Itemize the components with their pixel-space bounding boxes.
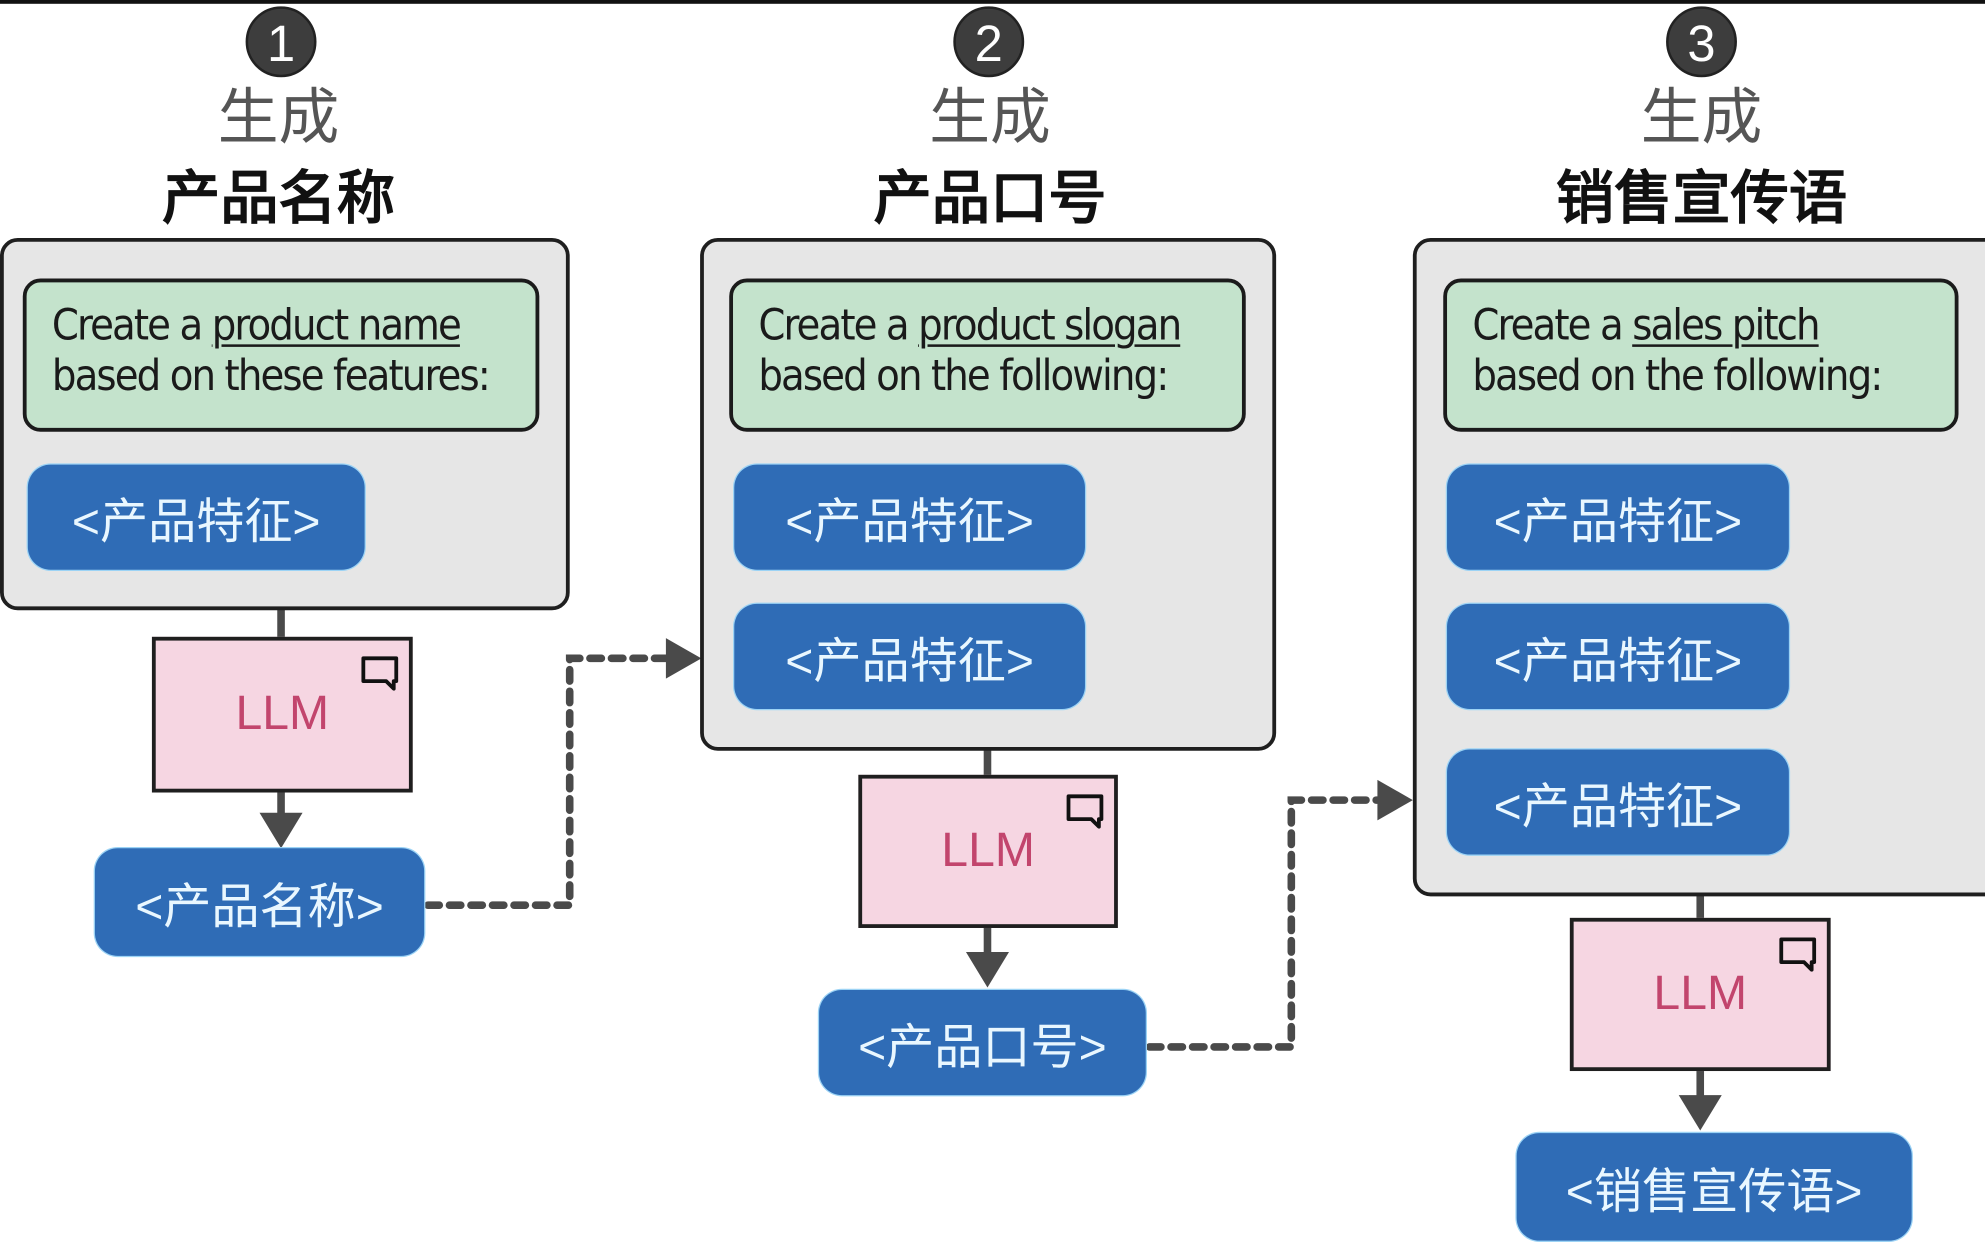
arrow-head-icon — [259, 812, 303, 849]
arrow-head-icon — [965, 952, 1010, 988]
output-variable-pill-3: <销售宣传语> — [1516, 1133, 1912, 1241]
step-verb-1: 生成 — [217, 84, 340, 152]
prompt-text: Create a — [1472, 300, 1633, 351]
top-border — [0, 0, 1985, 4]
prompt-emphasis: product slogan — [918, 300, 1182, 351]
input-variable-pill: <产品特征> — [27, 464, 365, 570]
llm-label: LLM — [1653, 967, 1748, 1021]
prompt-emphasis: product name — [211, 300, 462, 351]
prompt-text: based on these features: — [51, 350, 491, 402]
step-verb-3: 生成 — [1640, 84, 1763, 152]
arrow-head-icon — [1678, 1095, 1722, 1131]
output-variable-pill-2: <产品口号> — [819, 990, 1146, 1096]
chat-bubble-icon — [1066, 794, 1104, 829]
prompt-template-3: Create a sales pitch based on the follow… — [1443, 278, 1959, 432]
llm-box-2: LLM — [858, 774, 1118, 928]
input-variable-pill: <产品特征> — [734, 603, 1085, 709]
llm-label: LLM — [235, 687, 330, 741]
prompt-text: based on the following: — [758, 350, 1169, 402]
prompt-text: Create a — [51, 300, 212, 351]
input-variable-pill: <产品特征> — [1447, 464, 1789, 570]
step-badge-2: 2 — [953, 6, 1025, 78]
prompt-text: Create a — [758, 300, 919, 351]
step-badge-1: 1 — [245, 6, 317, 78]
input-variable-pill: <产品特征> — [1447, 749, 1789, 855]
step-badge-3: 3 — [1666, 6, 1737, 78]
llm-label: LLM — [941, 824, 1035, 878]
step-title-1: 产品名称 — [162, 164, 395, 231]
input-variable-pill: <产品特征> — [1447, 603, 1789, 709]
prompt-template-1: Create a product name based on these fea… — [22, 278, 540, 432]
prompt-emphasis: sales pitch — [1632, 300, 1820, 351]
prompt-template-2: Create a product slogan based on the fol… — [729, 278, 1246, 432]
input-variable-pill: <产品特征> — [734, 464, 1085, 570]
step-title-2: 产品口号 — [873, 164, 1107, 231]
arrow-head-icon — [665, 638, 702, 679]
step-title-3: 销售宣传语 — [1555, 164, 1848, 231]
llm-box-3: LLM — [1569, 917, 1831, 1072]
output-variable-pill-1: <产品名称> — [94, 848, 425, 956]
dotted-connector-2-to-3 — [1145, 796, 1387, 1051]
dotted-connector-1-to-2 — [424, 654, 675, 909]
step-verb-2: 生成 — [929, 84, 1051, 152]
chat-bubble-icon — [1779, 937, 1817, 972]
chat-bubble-icon — [361, 656, 399, 691]
arrow-head-icon — [1377, 779, 1413, 821]
llm-box-1: LLM — [151, 636, 413, 793]
prompt-text: based on the following: — [1472, 350, 1883, 402]
